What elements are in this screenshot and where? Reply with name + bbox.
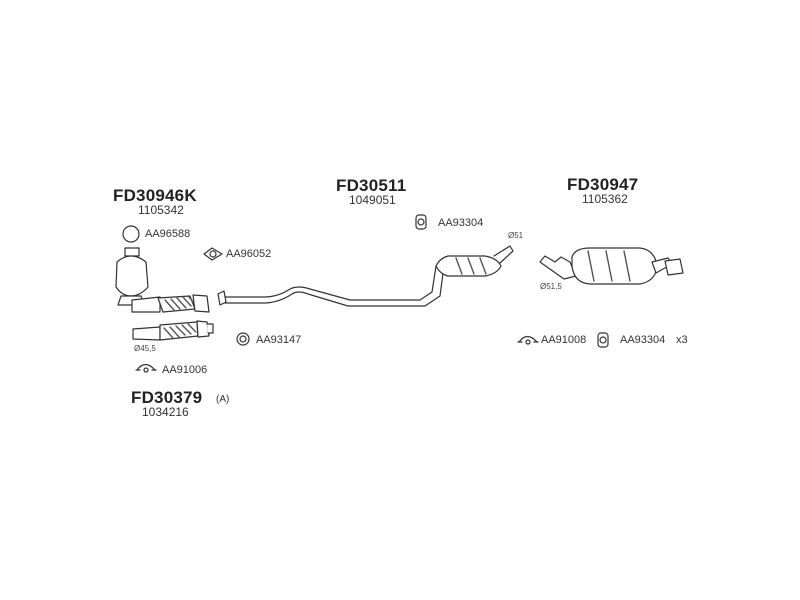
group-code-front: FD30379	[131, 388, 203, 407]
part-label-clamp-rear: AA91008	[541, 334, 587, 346]
clamp-rear-part	[517, 335, 539, 345]
sealing-ring-part	[122, 225, 140, 243]
group-suffix-front: (A)	[216, 394, 230, 405]
rubber-mount-part	[236, 332, 250, 346]
part-label-rubber-mount: AA93147	[256, 334, 302, 346]
part-label-ring: AA96588	[145, 228, 191, 240]
part-label-gasket: AA96052	[226, 248, 272, 260]
group-number-mid: 1049051	[349, 193, 396, 207]
clamp-front-part	[135, 363, 157, 373]
front-pipe-part	[132, 320, 214, 341]
group-code-rear: FD30947	[567, 175, 639, 194]
part-label-hanger-mid: AA93304	[438, 217, 484, 229]
part-label-hanger-rear: AA93304	[620, 334, 666, 346]
group-number-rear: 1105362	[582, 192, 628, 206]
group-number-front: 1034216	[142, 405, 189, 419]
gasket-part	[203, 247, 223, 261]
diameter-front-pipe: Ø45,5	[134, 344, 156, 353]
diameter-mid-outlet: Ø51	[508, 231, 524, 240]
group-code-mid: FD30511	[336, 176, 407, 195]
catalytic-converter-part	[115, 247, 210, 313]
part-qty-hanger-rear: x3	[676, 334, 688, 346]
intermediate-pipe-part	[217, 245, 514, 307]
part-label-clamp-front: AA91006	[162, 364, 208, 376]
diameter-rear-inlet: Ø51,5	[540, 282, 562, 291]
hanger-rear-part	[597, 332, 609, 348]
group-code-cat: FD30946K	[113, 186, 197, 205]
group-number-cat: 1105342	[138, 203, 184, 217]
hanger-mid-part	[415, 214, 427, 230]
rear-silencer-part	[539, 247, 684, 285]
